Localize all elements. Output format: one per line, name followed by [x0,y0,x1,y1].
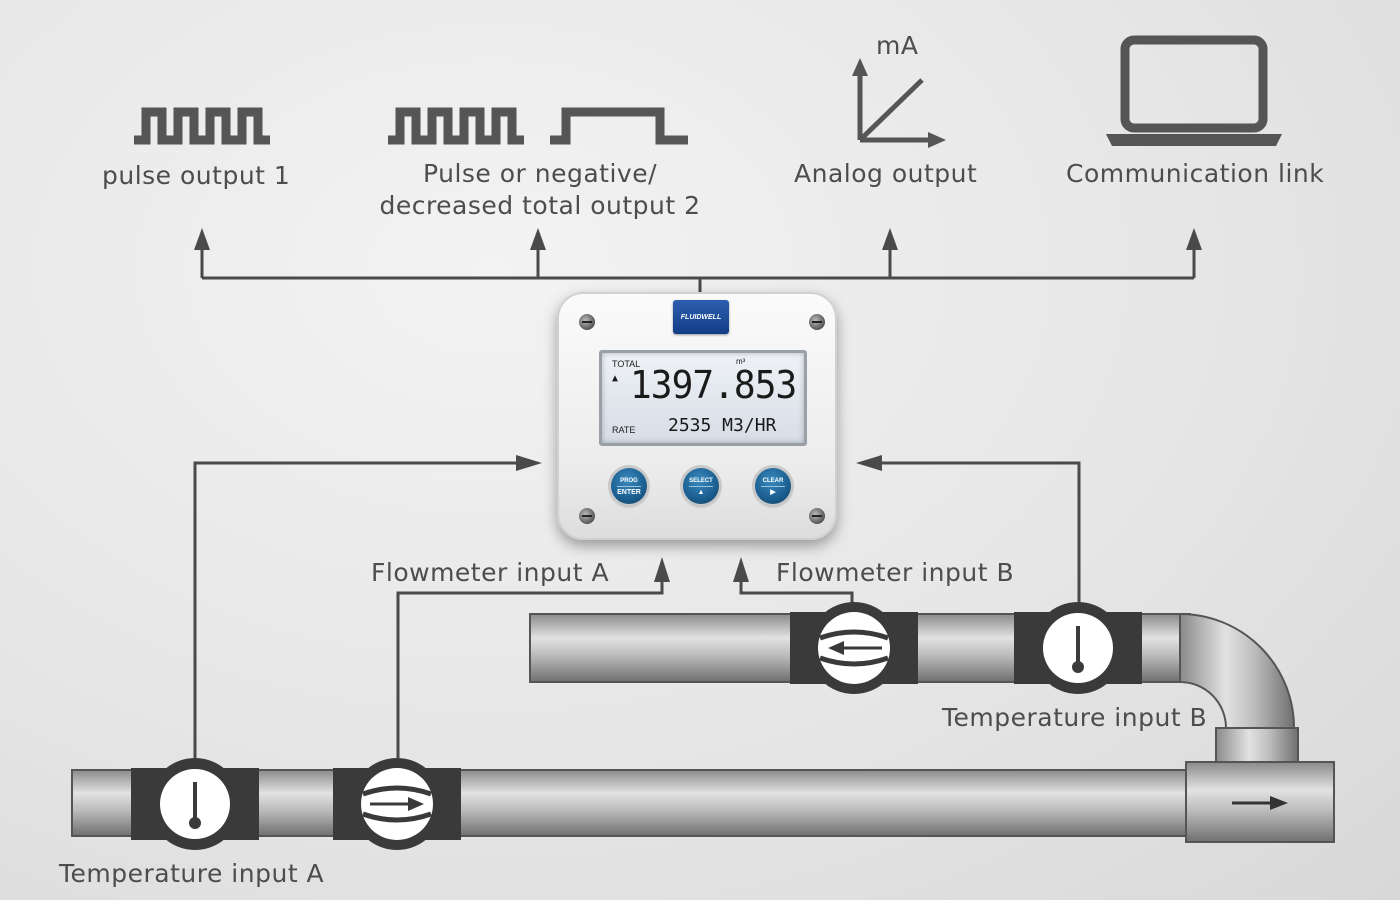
label-temperature-input-a: Temperature input A [59,859,325,888]
analog-graph-icon [852,58,946,148]
label-pulse-output-1: pulse output 1 [102,161,291,190]
square-wave-icon [550,107,688,145]
lcd-rate-value: 2535 M3/HR [668,415,777,436]
arrow-up-icon [733,557,749,582]
lcd-total-unit: m³ [736,357,746,366]
laptop-icon [1106,35,1282,146]
pulse-wave-icon [134,107,270,145]
flow-sensor-b [790,602,918,694]
arrow-up-icon [530,228,546,250]
arrow-up-icon [1186,228,1202,250]
output-arrowheads [194,228,1202,250]
button-label-top: PROG [620,478,638,484]
prog-enter-button[interactable]: PROG ENTER [611,468,647,504]
pulse-wave-icon-2 [388,107,524,145]
right-arrow-icon: ▶ [770,489,776,496]
button-label-bottom: ENTER [617,489,641,496]
screw-icon [579,508,595,524]
label-ma: mA [876,31,919,60]
flow-sensor-a [333,758,461,850]
label-pulse-or-negative-line1: Pulse or negative/ [422,159,658,188]
label-analog-output: Analog output [794,159,978,188]
label-flowmeter-input-a: Flowmeter input A [371,558,610,587]
label-temperature-input-b: Temperature input B [942,703,1208,732]
label-pulse-or-negative: Pulse or negative/ decreased total outpu… [370,158,710,222]
arrow-up-icon [194,228,210,250]
flow-direction-arrow-icon [1232,796,1288,810]
lcd-display: TOTAL m³ ▲ 1397.853 RATE 2535 M3/HR [599,350,807,446]
temperature-sensor-a [131,758,259,850]
lcd-up-arrow-icon: ▲ [612,373,619,384]
button-label-top: SELECT [689,478,713,484]
flow-computer-device: FLUIDWELL TOTAL m³ ▲ 1397.853 RATE 2535 … [557,292,837,540]
temperature-sensor-b [1014,602,1142,694]
lcd-rate-label: RATE [612,425,636,435]
input-arrowheads [516,455,882,582]
brand-logo: FLUIDWELL [673,300,729,334]
arrow-left-icon [856,455,882,471]
lcd-total-value: 1397.853 [630,363,797,407]
screw-icon [579,314,595,330]
label-communication-link: Communication link [1066,159,1325,188]
select-button[interactable]: SELECT ▲ [683,468,719,504]
screw-icon [809,314,825,330]
clear-button[interactable]: CLEAR ▶ [755,468,791,504]
label-pulse-or-negative-line2: decreased total output 2 [379,191,701,220]
arrow-up-icon [882,228,898,250]
output-connector-lines [200,248,1196,292]
lcd-total-label: TOTAL [612,359,641,369]
button-label-top: CLEAR [762,478,784,484]
input-connector-lines [193,461,1081,758]
lower-pipe [71,761,1335,843]
screw-icon [809,508,825,524]
label-flowmeter-input-b: Flowmeter input B [776,558,1015,587]
arrow-right-icon [516,455,542,471]
up-arrow-icon: ▲ [697,489,705,496]
arrow-up-icon [654,557,670,582]
